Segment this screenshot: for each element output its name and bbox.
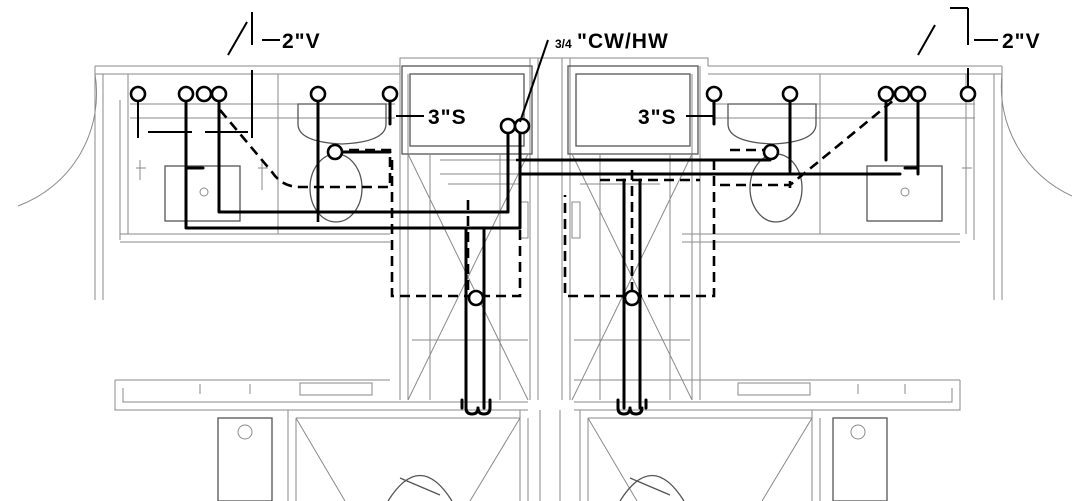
soil-label-left: 3"S [428, 106, 467, 129]
stack-top-b [513, 117, 531, 135]
piping-runs [137, 7, 969, 410]
floor-plan-walls [17, 57, 1072, 501]
lav-supply-left-a [177, 85, 195, 103]
fixture-connections [129, 85, 977, 307]
lav-supply-left-c [210, 85, 228, 103]
stack-junction-right [623, 289, 641, 307]
wc-supply-right [781, 85, 799, 103]
vent-label-right: 2"V [1002, 30, 1041, 53]
lav-supply-right-c [909, 85, 927, 103]
wc-soil-left [381, 85, 399, 103]
underfloor-waste-lines [219, 93, 901, 298]
water-fraction-label: 3/4 [555, 37, 572, 51]
wc-flange-left [326, 143, 344, 161]
stack-top-a [499, 117, 517, 135]
lav-supply-right-b [893, 85, 911, 103]
wc-flange-right [762, 143, 780, 161]
vent-cap-right [959, 85, 977, 103]
vent-cap-left [129, 85, 147, 103]
pipe-drops [460, 398, 648, 416]
vent-label-left: 2"V [282, 30, 321, 53]
wc-supply-left [309, 85, 327, 103]
stack-junction-left [467, 289, 485, 307]
label-leaders [262, 39, 998, 123]
soil-label-right: 3"S [638, 106, 677, 129]
water-supply-label: "CW/HW [577, 30, 669, 53]
lav-supply-left-b [195, 85, 213, 103]
wc-soil-right [705, 85, 723, 103]
lav-supply-right-a [877, 85, 895, 103]
